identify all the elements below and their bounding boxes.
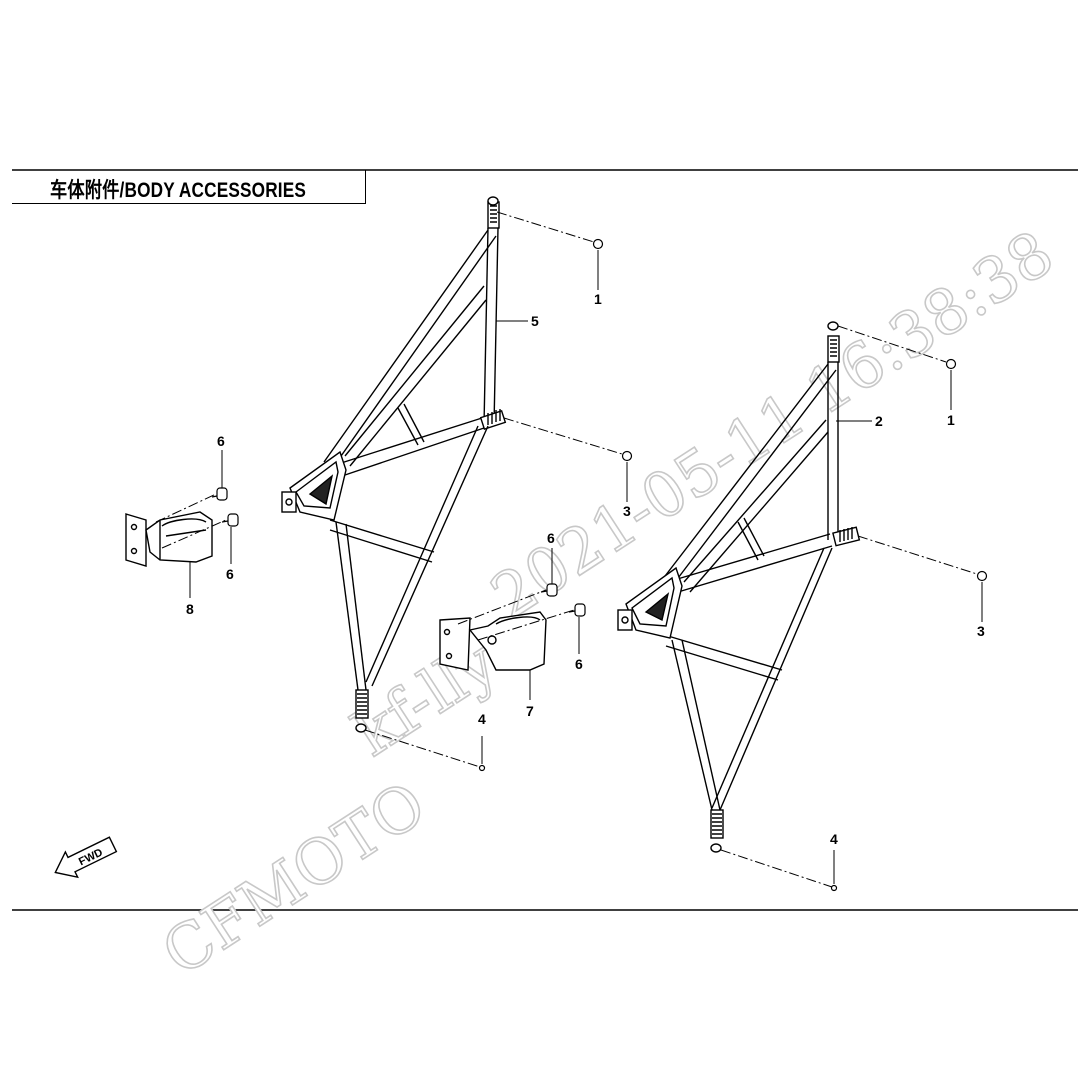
section-title-box: 车体附件/BODY ACCESSORIES — [12, 170, 366, 204]
net-frame-right — [617, 321, 861, 853]
watermark-brand: CFMOTO — [149, 767, 438, 990]
callout-labels: 1 1 2 3 3 4 4 5 6 6 6 6 7 8 — [186, 291, 985, 847]
fwd-label: FWD — [77, 846, 105, 868]
callout-8: 8 — [186, 601, 194, 617]
bumper-bracket-middle — [439, 611, 547, 671]
callout-6-left-top: 6 — [217, 433, 225, 449]
fwd-arrow-icon — [54, 836, 118, 879]
callout-5: 5 — [531, 313, 539, 329]
callout-3-left: 3 — [623, 503, 631, 519]
callout-6-left-bottom: 6 — [226, 566, 234, 582]
bumper-bracket-left — [125, 511, 213, 567]
callout-4-right: 4 — [830, 831, 838, 847]
callout-6-middle-top: 6 — [547, 530, 555, 546]
callout-6-middle-bottom: 6 — [575, 656, 583, 672]
section-title: 车体附件/BODY ACCESSORIES — [50, 179, 307, 202]
forward-direction-arrow: FWD — [54, 836, 118, 879]
callout-1-top-right: 1 — [947, 412, 955, 428]
callout-4-left: 4 — [478, 711, 486, 727]
callout-7: 7 — [526, 703, 534, 719]
leader-lines — [189, 250, 983, 884]
fasteners — [478, 238, 988, 892]
callout-1-top-left: 1 — [594, 291, 602, 307]
net-frame-left — [281, 196, 507, 733]
assembly-lines — [155, 211, 978, 888]
watermark: CFMOTO kf-lly 2021-05-11 16:38:38 — [149, 215, 1067, 990]
screw-group-middle — [540, 583, 586, 617]
callout-3-right: 3 — [977, 623, 985, 639]
callout-2: 2 — [875, 413, 883, 429]
